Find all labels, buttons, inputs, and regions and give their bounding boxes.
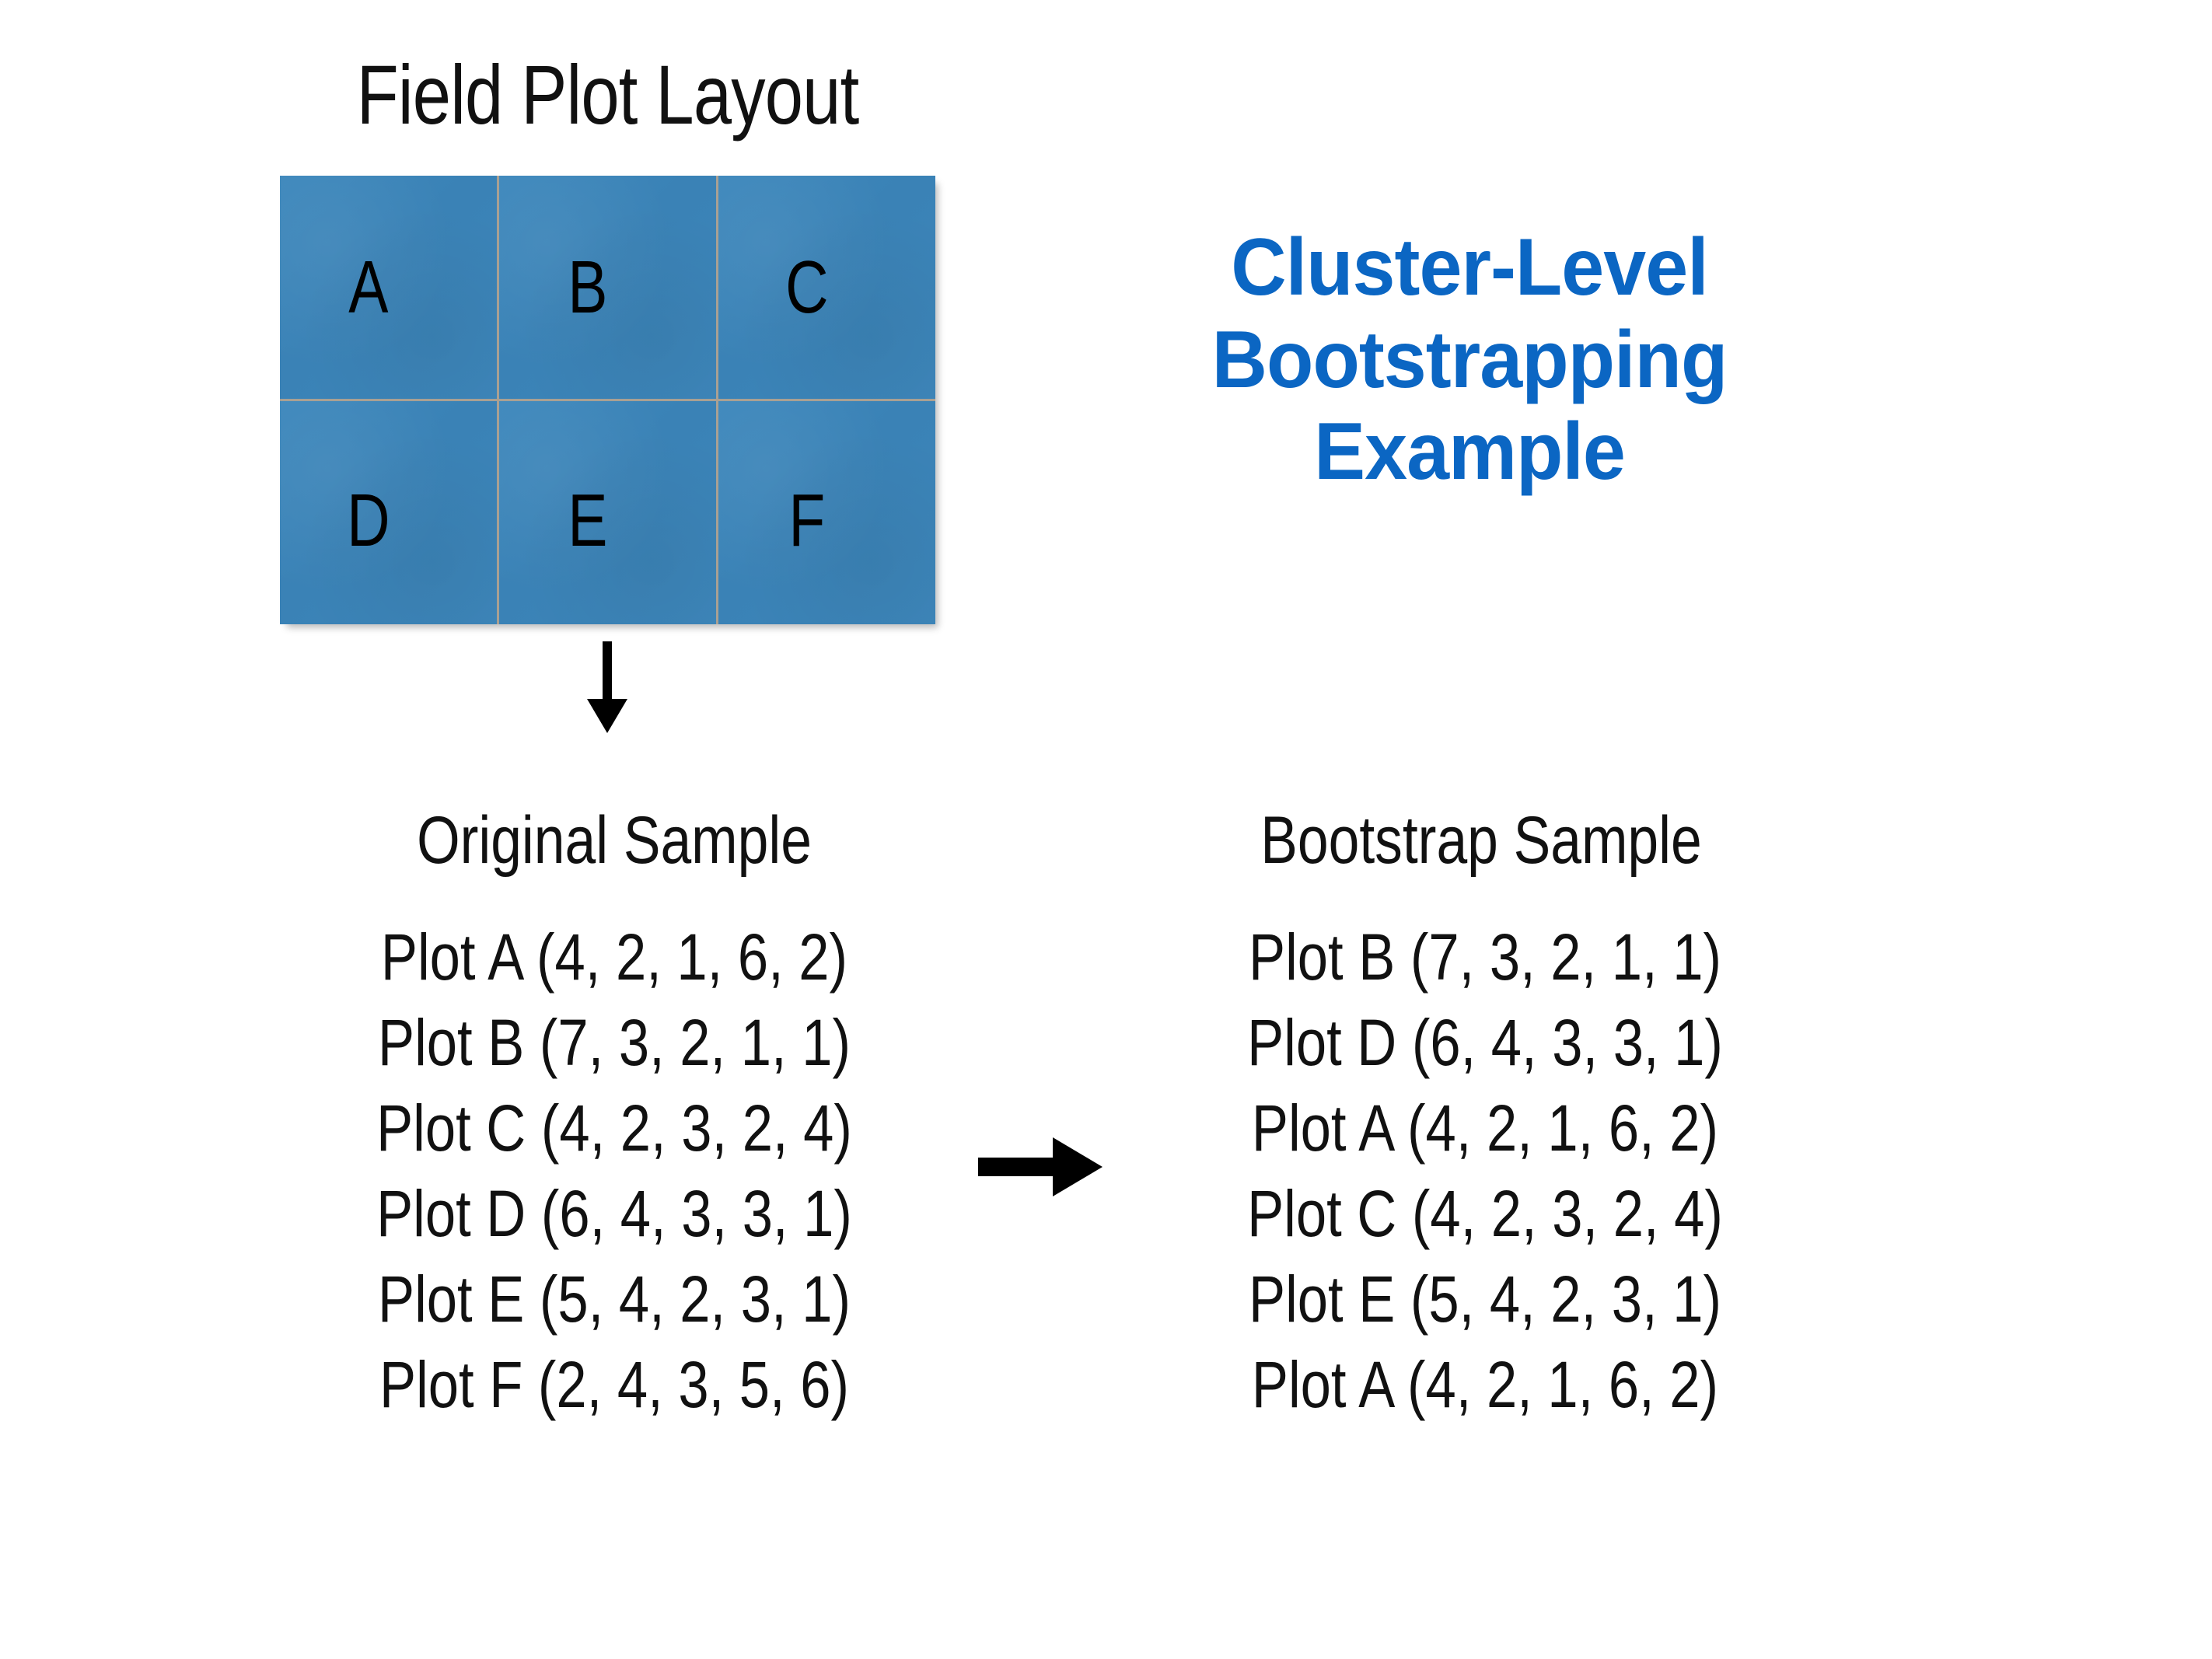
list-item: Plot D (6, 4, 3, 3, 1): [376, 1177, 852, 1251]
main-heading-line-2: Bootstrapping: [1211, 314, 1728, 405]
field-plot-layout-title: Field Plot Layout: [356, 47, 860, 141]
plot-cell-label-f: F: [788, 478, 826, 562]
plot-cell-c: C: [718, 176, 935, 399]
plot-cell-f: F: [718, 401, 935, 624]
bootstrap-sample-heading: Bootstrap Sample: [1260, 803, 1702, 878]
main-heading: Cluster-Level Bootstrapping Example: [1073, 222, 1866, 498]
list-item: Plot F (2, 4, 3, 5, 6): [379, 1348, 849, 1422]
main-heading-line-3: Example: [1314, 407, 1626, 498]
list-item: Plot B (7, 3, 2, 1, 1): [1249, 920, 1721, 994]
plot-cell-label-a: A: [348, 245, 389, 329]
list-item: Plot C (4, 2, 3, 2, 4): [1247, 1177, 1723, 1251]
list-item: Plot D (6, 4, 3, 3, 1): [1247, 1006, 1723, 1080]
right-arrow-icon: [978, 1137, 1103, 1196]
field-plot-grid: A B C D E F: [280, 176, 935, 624]
original-sample-list: Plot A (4, 2, 1, 6, 2) Plot B (7, 3, 2, …: [233, 914, 995, 1427]
original-sample-heading: Original Sample: [417, 803, 812, 878]
down-arrow-icon: [587, 641, 627, 733]
plot-cell-label-b: B: [568, 245, 608, 329]
list-item: Plot B (7, 3, 2, 1, 1): [378, 1006, 851, 1080]
bootstrap-sample-list: Plot B (7, 3, 2, 1, 1) Plot D (6, 4, 3, …: [1104, 914, 1866, 1427]
plot-cell-label-d: D: [347, 478, 390, 562]
plot-cell-b: B: [499, 176, 716, 399]
plot-cell-a: A: [280, 176, 497, 399]
plot-cell-label-e: E: [568, 478, 608, 562]
list-item: Plot C (4, 2, 3, 2, 4): [376, 1091, 852, 1165]
plot-cell-e: E: [499, 401, 716, 624]
list-item: Plot E (5, 4, 2, 3, 1): [1249, 1263, 1721, 1336]
plot-cell-label-c: C: [785, 245, 829, 329]
main-heading-line-1: Cluster-Level: [1231, 222, 1709, 313]
list-item: Plot A (4, 2, 1, 6, 2): [380, 920, 848, 994]
list-item: Plot E (5, 4, 2, 3, 1): [378, 1263, 851, 1336]
list-item: Plot A (4, 2, 1, 6, 2): [1251, 1091, 1719, 1165]
list-item: Plot A (4, 2, 1, 6, 2): [1251, 1348, 1719, 1422]
plot-cell-d: D: [280, 401, 497, 624]
